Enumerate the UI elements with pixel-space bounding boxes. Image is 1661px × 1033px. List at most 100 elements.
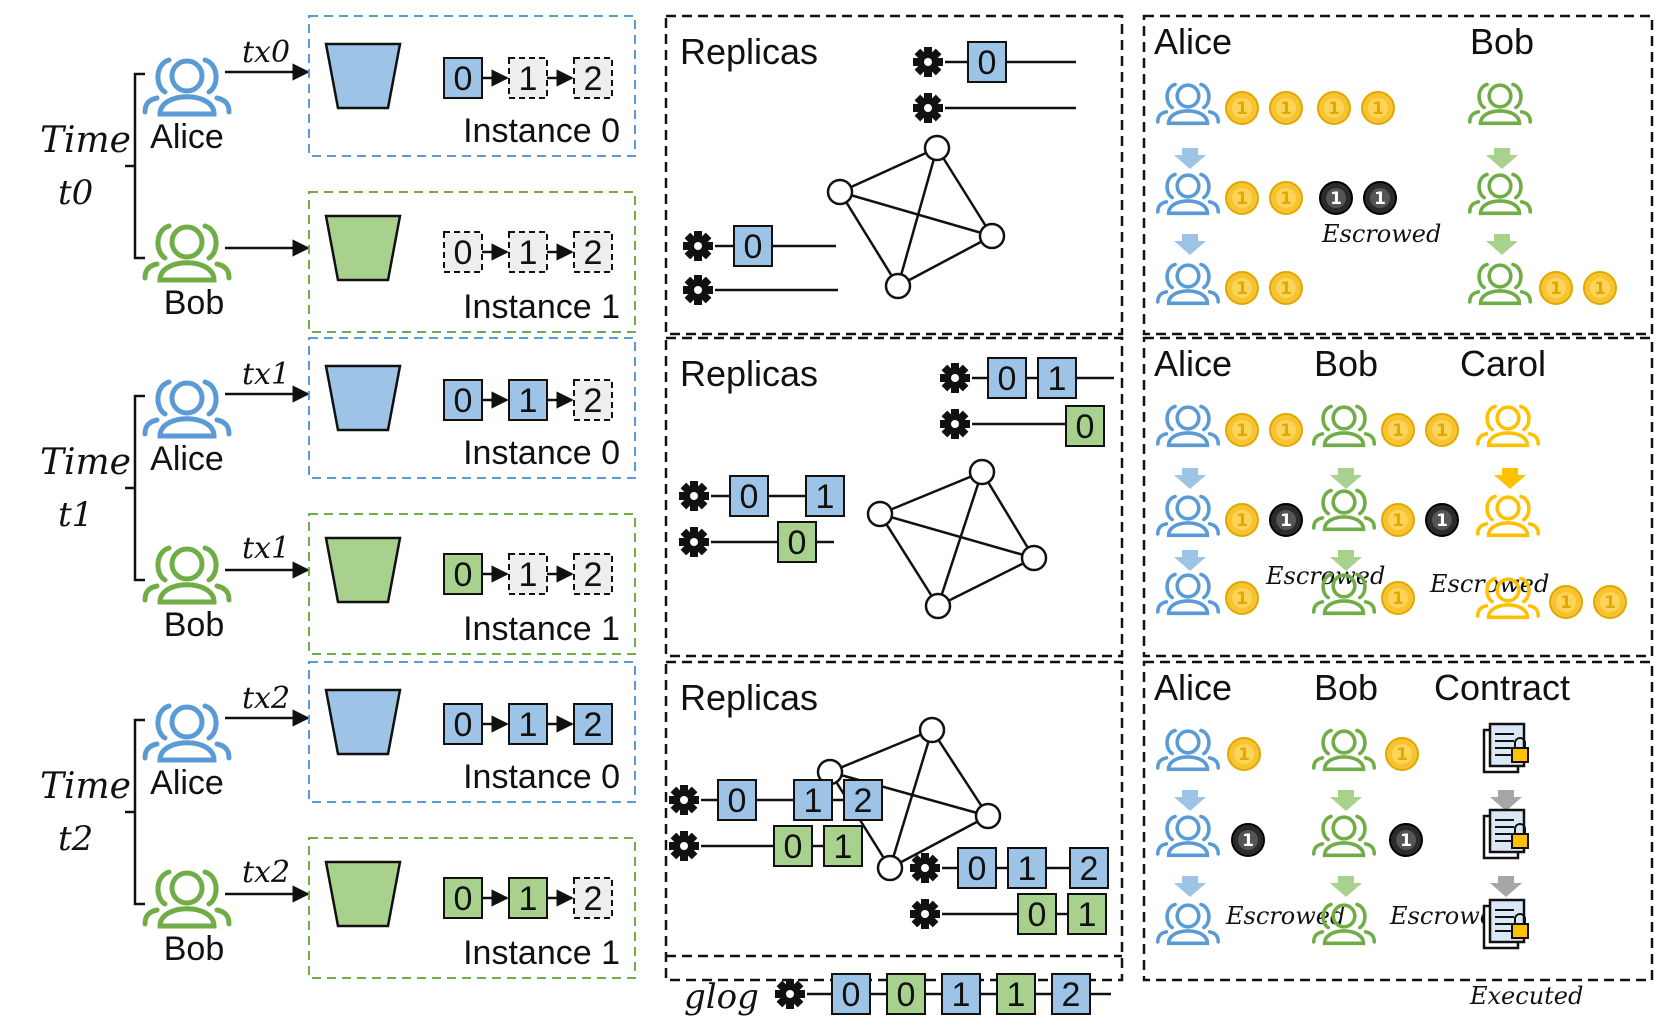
ledger-bob-1 (1467, 172, 1533, 216)
bob-tx-label-1: tx1 (242, 531, 290, 566)
instance0-frame-2 (308, 661, 636, 803)
instance1-label-1: Instance 1 (463, 610, 620, 648)
ledger-escrow-coin-1-value: 1 (1374, 189, 1386, 209)
instance0-1-slot-2: 2 (573, 379, 613, 421)
instance1-2-slot-2-box (573, 877, 613, 919)
replica-c-slot-0-box (957, 847, 997, 889)
replica-graph-2-node (918, 716, 946, 744)
ledger-escrow-coin: 1 (1389, 823, 1423, 857)
replica-d-slot-0-box (777, 521, 817, 563)
replica-c-slot-1: 1 (1007, 847, 1047, 889)
instance0-0-slot-1-box (508, 57, 548, 99)
replica-graph-2-edge (889, 814, 989, 870)
ledger-coin-0-value: 1 (1550, 279, 1562, 299)
ledger-escrow-coin-0-value: 1 (1330, 189, 1342, 209)
instance1-1-slot-0-label: 0 (454, 556, 473, 594)
ledger-arrow (1330, 790, 1362, 811)
ledger-coin: 1 (1225, 581, 1259, 615)
instance1-label-2: Instance 1 (463, 934, 620, 972)
ledger-arrow (1330, 876, 1362, 897)
replica-c-slot-0: 0 (733, 225, 773, 267)
replica-c-slot-2-box (1069, 847, 1109, 889)
ledger-coin-2: 1 (1317, 91, 1351, 125)
replica-gear (910, 853, 940, 883)
ledger-bob-2 (1311, 902, 1377, 946)
ledger-coin-1-value: 1 (1594, 279, 1606, 299)
alice-icon-2 (142, 703, 232, 763)
time-value-1: t1 (58, 495, 93, 535)
time-value-2: t2 (58, 819, 93, 859)
replica-gear (683, 231, 713, 261)
glog-slot-0-box (831, 973, 871, 1015)
instance0-0-slot-2-label: 2 (584, 60, 603, 98)
instance1-2-slot-1-box (508, 877, 548, 919)
replica-gear (683, 275, 713, 305)
ledger-coin-1-value: 1 (1280, 279, 1292, 299)
ledger-arrow (1486, 148, 1518, 169)
ledger-coin-1: 1 (1425, 413, 1459, 447)
replica-c-slot-0-label: 0 (968, 850, 987, 888)
time-bracket-0 (125, 72, 145, 260)
replica-c-slot-0: 0 (957, 847, 997, 889)
ledger-coin-0-value: 1 (1236, 279, 1248, 299)
ledger-escrow-coin-value: 1 (1400, 831, 1412, 851)
replica-gear (913, 93, 943, 123)
ledger-header-2-1: Bob (1314, 667, 1378, 708)
replica-graph-0-edge (897, 234, 993, 288)
ledger-coin-1: 1 (1269, 271, 1303, 305)
ledger-coin-0: 1 (1225, 271, 1259, 305)
ledger-coin-1: 1 (1583, 271, 1617, 305)
time-label-1: Time (40, 442, 131, 483)
ledger-coin-0-value: 1 (1560, 593, 1572, 613)
replica-graph-2-node (974, 802, 1002, 830)
instance1-2-slot-2: 2 (573, 877, 613, 919)
ledger-panel-2 (1142, 660, 1654, 982)
ledger-alice-0 (1155, 82, 1221, 126)
bob-icon-2 (142, 869, 232, 929)
replica-c-slot-2: 2 (1069, 847, 1109, 889)
glog-slot-2: 1 (941, 973, 981, 1015)
ledger-coin-1-value: 1 (1280, 421, 1292, 441)
replicas-title-2: Replicas (680, 677, 818, 718)
ledger-bob-0 (1311, 728, 1377, 772)
instance1-1-slot-1: 1 (508, 553, 548, 595)
bob-name-1: Bob (164, 606, 225, 644)
ledger-escrow-coin-0: 1 (1319, 181, 1353, 215)
instance1-2-slot-2-label: 2 (584, 880, 603, 918)
alice-icon-1 (142, 379, 232, 439)
instance0-2-slot-2-box (573, 703, 613, 745)
ledger-carol-1 (1475, 494, 1541, 538)
ledger-coin-value: 1 (1392, 511, 1404, 531)
replica-c-slot-0: 0 (729, 475, 769, 517)
instance0-frame-0 (308, 15, 636, 157)
instance0-label-2: Instance 0 (463, 758, 620, 796)
replica-b-slot-0-label: 0 (784, 828, 803, 866)
bob-icon-1 (142, 545, 232, 605)
replica-gear (679, 527, 709, 557)
instance0-1-slot-1: 1 (508, 379, 548, 421)
ledger-coin-0-value: 1 (1236, 421, 1248, 441)
replica-a-slot-0-box (987, 357, 1027, 399)
instance1-1-slot-2: 2 (573, 553, 613, 595)
instance1-1-slot-2-box (573, 553, 613, 595)
instance1-0-slot-1-label: 1 (519, 234, 538, 272)
replica-b-slot-1-label: 1 (834, 828, 853, 866)
glog-slot-0: 0 (831, 973, 871, 1015)
instance1-0-slot-0: 0 (443, 231, 483, 273)
ledger-arrow (1174, 148, 1206, 169)
ledger-escrow-coin-value: 1 (1436, 511, 1448, 531)
instance1-1-slot-0: 0 (443, 553, 483, 595)
replica-d-slot-1-label: 1 (1078, 896, 1097, 934)
bob-name-2: Bob (164, 930, 225, 968)
ledger-carol-2 (1475, 576, 1541, 620)
contract-icon-0 (1482, 722, 1529, 774)
alice-tx-label-2: tx2 (242, 681, 290, 716)
ledger-bob-0 (1311, 404, 1377, 448)
replica-graph-1-edge (879, 512, 1035, 560)
ledger-coin-0: 1 (1225, 413, 1259, 447)
ledger-executed-label: Executed (1469, 982, 1583, 1010)
replica-graph-0-edge (839, 190, 993, 238)
replica-c-slot-1-label: 1 (1018, 850, 1037, 888)
glog-gear (775, 979, 805, 1009)
